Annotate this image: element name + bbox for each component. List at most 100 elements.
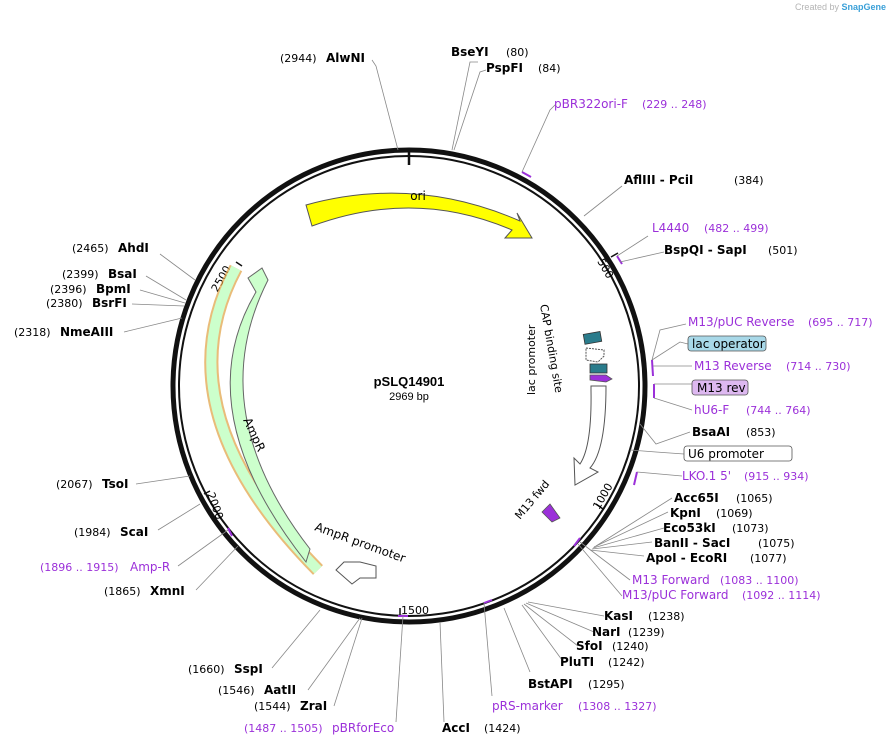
site-bsai[interactable]: BsaI [108, 267, 137, 281]
site-ahdi-pos: (2465) [72, 242, 109, 255]
site-acc65i[interactable]: Acc65I [674, 491, 719, 505]
labels-left: (2944) AlwNI (2465) AhdI (2399) BsaI (23… [14, 51, 394, 735]
site-sspi[interactable]: SspI [234, 662, 263, 676]
primer-m13-forward-pos: (1083 .. 1100) [720, 574, 799, 587]
feature-cap-label: CAP binding site [537, 303, 565, 394]
site-scai-pos: (1984) [74, 526, 111, 539]
site-banii-saci-pos: (1075) [758, 537, 795, 550]
primer-amp-r-pos: (1896 .. 1915) [40, 561, 119, 574]
primer-m13-puc-forward[interactable]: M13/pUC Forward [622, 588, 729, 602]
m13-rev-box [691, 379, 749, 396]
site-afliii-pcii[interactable]: AflIII - PciI [624, 173, 693, 187]
lac-operator-box [687, 335, 767, 352]
site-xmni[interactable]: XmnI [150, 584, 185, 598]
primer-pbrforeco[interactable]: pBRforEco [332, 721, 394, 735]
site-kpni-pos: (1069) [716, 507, 753, 520]
site-pluti[interactable]: PluTI [560, 655, 594, 669]
primer-l4440[interactable]: L4440 [652, 221, 689, 235]
site-nari-pos: (1239) [628, 626, 665, 639]
tick-label-500: 500 [594, 256, 616, 281]
site-scai[interactable]: ScaI [120, 525, 148, 539]
site-sfoi[interactable]: SfoI [576, 639, 603, 653]
primer-m13-puc-reverse-pos: (695 .. 717) [808, 316, 873, 329]
primer-pbr322ori-f[interactable]: pBR322ori-F [554, 97, 628, 111]
u6-promoter-box [683, 445, 793, 462]
site-acc65i-pos: (1065) [736, 492, 773, 505]
feature-ori: ori [305, 189, 533, 239]
primer-lko1-5-pos: (915 .. 934) [744, 470, 809, 483]
site-nmeaiii-pos: (2318) [14, 326, 51, 339]
credit-prefix: Created by [794, 2, 839, 12]
primer-prs-marker[interactable]: pRS-marker [492, 699, 563, 713]
feature-ampr-promoter: AmpR promoter [313, 520, 407, 585]
backbone [170, 147, 648, 625]
site-bsrfi-pos: (2380) [46, 297, 83, 310]
site-bpmi-pos: (2396) [50, 283, 87, 296]
site-bpmi[interactable]: BpmI [96, 282, 131, 296]
site-tsoi-pos: (2067) [56, 478, 93, 491]
primer-m13-reverse-pos: (714 .. 730) [786, 360, 851, 373]
site-alwni-pos: (2944) [280, 52, 317, 65]
site-aatii-pos: (1546) [218, 684, 255, 697]
primer-hu6-f-pos: (744 .. 764) [746, 404, 811, 417]
site-pspfi[interactable]: PspFI [486, 61, 523, 75]
plasmid-length: 2969 bp [389, 391, 429, 403]
site-bsaai-pos: (853) [746, 426, 776, 439]
site-acci-pos: (1424) [484, 722, 521, 735]
feature-u6-promoter [573, 385, 607, 486]
site-kasi-pos: (1238) [648, 610, 685, 623]
site-tsoi[interactable]: TsoI [102, 477, 128, 491]
primer-m13-forward[interactable]: M13 Forward [632, 573, 710, 587]
site-nari[interactable]: NarI [592, 625, 621, 639]
site-bseyi[interactable]: BseYI [451, 45, 489, 59]
site-afliii-pcii-pos: (384) [734, 174, 764, 187]
site-banii-saci[interactable]: BanII - SacI [654, 536, 730, 550]
feature-m13-rev [589, 374, 613, 383]
feature-lac-operator [589, 363, 608, 374]
site-sspi-pos: (1660) [188, 663, 225, 676]
primer-m13-puc-reverse[interactable]: M13/pUC Reverse [688, 315, 795, 329]
site-bstapi[interactable]: BstAPI [528, 677, 573, 691]
site-bspqi-sapi[interactable]: BspQI - SapI [664, 243, 747, 257]
site-alwni[interactable]: AlwNI [326, 51, 365, 65]
feature-m13-fwd: M13 fwd [512, 478, 561, 523]
feature-ori-label: ori [410, 189, 426, 203]
snapgene-credit: Created by SnapGene [795, 2, 886, 12]
site-eco53ki[interactable]: Eco53kI [663, 521, 716, 535]
leader-lines [439, 61, 694, 723]
site-bsrfi[interactable]: BsrFI [92, 296, 127, 310]
site-eco53ki-pos: (1073) [732, 522, 769, 535]
primer-m13-reverse[interactable]: M13 Reverse [694, 359, 772, 373]
primer-lko1-5[interactable]: LKO.1 5' [682, 469, 731, 483]
site-apoi-ecori[interactable]: ApoI - EcoRI [646, 551, 727, 565]
site-nmeaiii[interactable]: NmeAIII [60, 325, 113, 339]
labels-right: BseYI (80) PspFI (84) pBR322ori-F (229 .… [442, 45, 873, 735]
site-bsaai[interactable]: BsaAI [692, 425, 730, 439]
site-kpni[interactable]: KpnI [670, 506, 701, 520]
primer-m13-puc-forward-pos: (1092 .. 1114) [742, 589, 821, 602]
primer-amp-r[interactable]: Amp-R [130, 560, 170, 574]
site-xmni-pos: (1865) [104, 585, 141, 598]
site-kasi[interactable]: KasI [604, 609, 633, 623]
site-bsai-pos: (2399) [62, 268, 99, 281]
site-aatii[interactable]: AatII [264, 683, 296, 697]
site-bspqi-sapi-pos: (501) [768, 244, 798, 257]
lac-operator-label[interactable]: lac operator [692, 337, 765, 351]
primer-hu6-f[interactable]: hU6-F [694, 403, 729, 417]
m13-rev-label[interactable]: M13 rev [697, 381, 746, 395]
tick-label-1500: 1500 [401, 604, 429, 617]
feature-lac-promoter-label: lac promoter [525, 324, 538, 395]
primer-marks [227, 171, 655, 617]
site-zrai[interactable]: ZraI [300, 699, 327, 713]
u6-promoter-label[interactable]: U6 promoter [688, 447, 764, 461]
primer-pbrforeco-pos: (1487 .. 1505) [244, 722, 323, 735]
feature-ampr-promoter-label: AmpR promoter [313, 520, 407, 566]
site-bstapi-pos: (1295) [588, 678, 625, 691]
feature-lac-promoter: lac promoter [525, 324, 605, 395]
site-sfoi-pos: (1240) [612, 640, 649, 653]
site-acci[interactable]: AccI [442, 721, 470, 735]
site-ahdi[interactable]: AhdI [118, 241, 149, 255]
primer-prs-marker-pos: (1308 .. 1327) [578, 700, 657, 713]
site-zrai-pos: (1544) [254, 700, 291, 713]
